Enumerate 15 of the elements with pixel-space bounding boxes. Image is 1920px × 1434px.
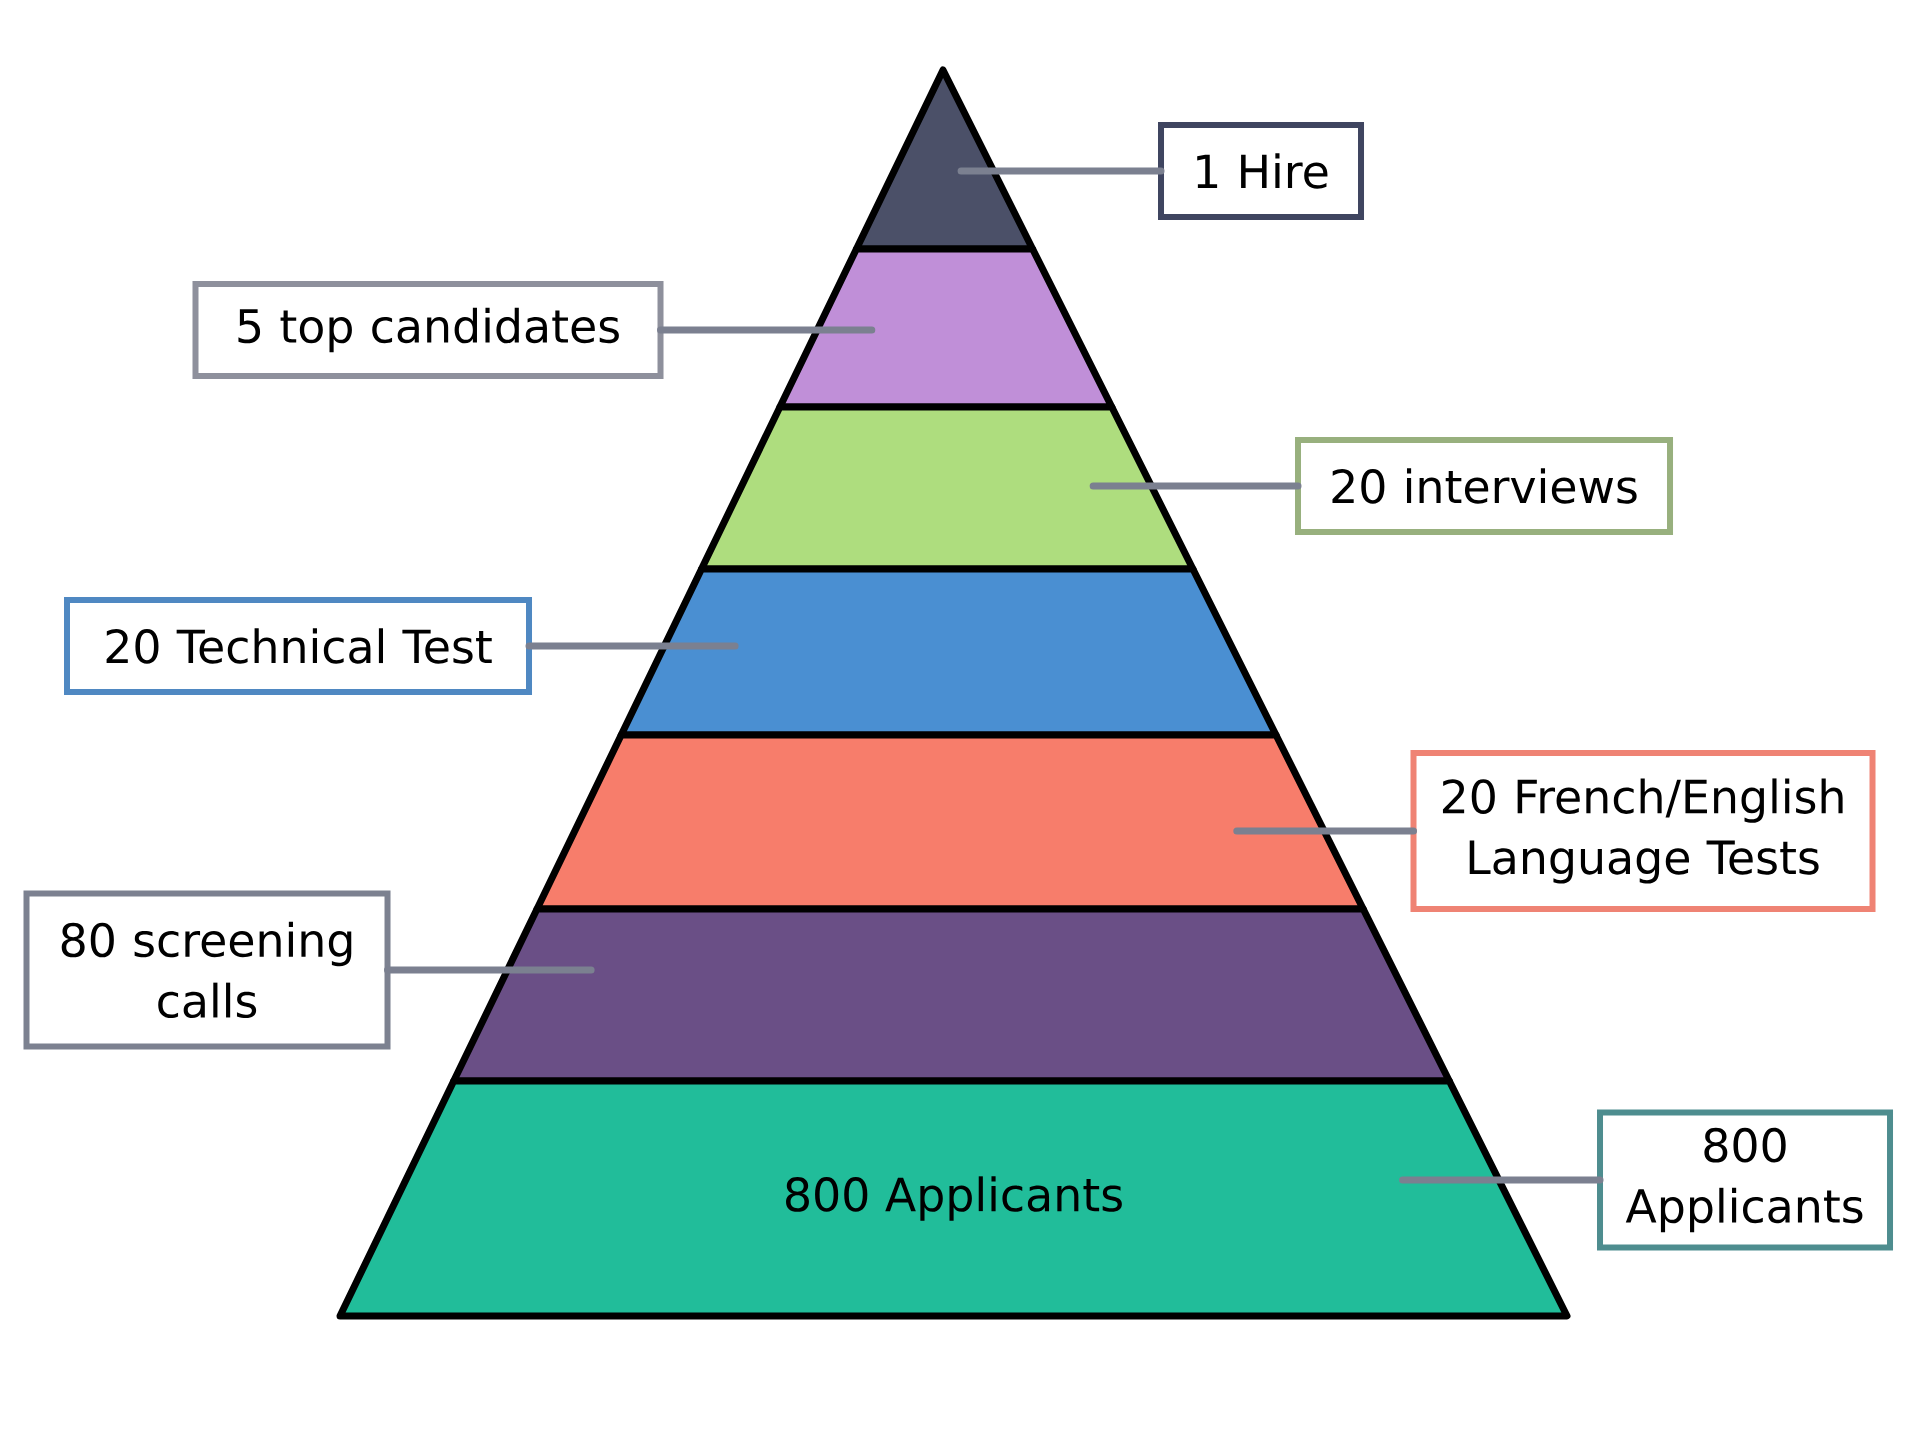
leader-line [525, 642, 739, 650]
label-box: 20 Technical Test [64, 597, 532, 695]
leader-line [384, 966, 595, 974]
pyramid-tier: 800 Applicants [336, 1077, 1571, 1320]
leader-line [957, 167, 1165, 175]
leader-line [1233, 827, 1417, 835]
leader-line [1089, 482, 1302, 490]
label-box: 5 top candidates [192, 281, 664, 379]
leader-line [657, 326, 876, 334]
leader-line [1399, 1176, 1604, 1184]
label-box: 80 screening calls [23, 890, 391, 1050]
label-box: 800 Applicants [1597, 1109, 1893, 1251]
label-box: 1 Hire [1158, 122, 1364, 220]
label-box: 20 French/English Language Tests [1410, 750, 1876, 912]
label-box: 20 interviews [1295, 437, 1673, 535]
